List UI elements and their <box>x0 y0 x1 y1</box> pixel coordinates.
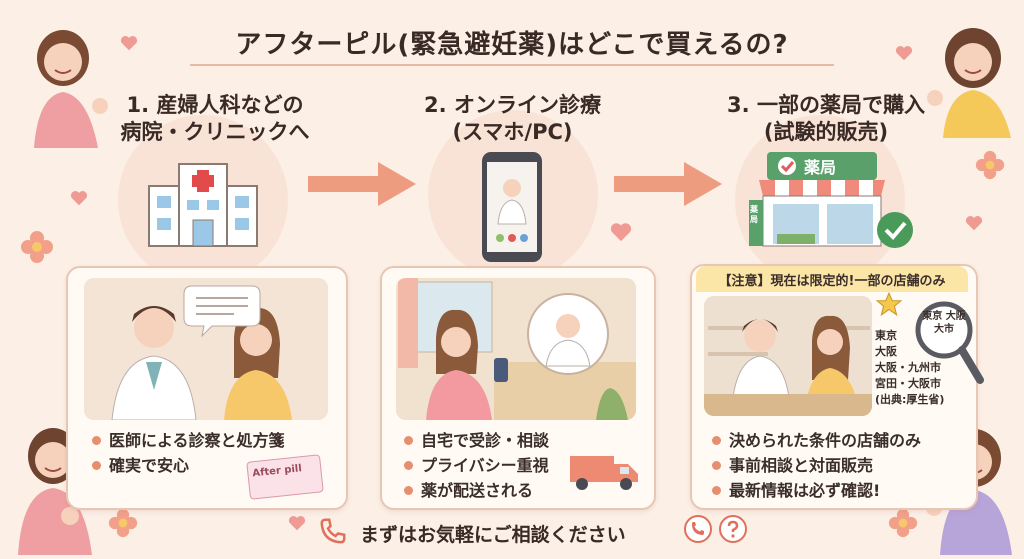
bullet-text: 医師による診察と処方箋 <box>109 431 285 450</box>
list-item: 自宅で受診・相談 <box>404 428 549 453</box>
pharmacy-side-sign: 薬局 <box>750 205 758 224</box>
pill-package: After pill <box>246 454 324 500</box>
heart-icon <box>70 191 88 206</box>
bullet-text: プライバシー重視 <box>421 456 549 475</box>
question-icon <box>719 515 747 543</box>
notice-banner: 【注意】現在は限定的!一部の店舗のみ <box>696 266 968 292</box>
list-item: 確実で安心 <box>92 453 285 478</box>
home-scene <box>396 278 636 420</box>
region-line: 大阪 <box>875 345 897 358</box>
flower-icon <box>108 508 138 538</box>
bullet-text: 確実で安心 <box>109 456 190 475</box>
flower-icon <box>975 150 1005 180</box>
bullet-dot <box>712 436 721 445</box>
bullet-text: 自宅で受診・相談 <box>421 431 550 450</box>
bullet-dot <box>712 486 721 495</box>
woman-illustration-top-right <box>927 28 1011 138</box>
step2-title-line2: (スマホ/PC) <box>452 120 573 144</box>
step1-title-line2: 病院・クリニックへ <box>120 120 310 144</box>
list-item: プライバシー重視 <box>404 453 549 478</box>
magnifier-icon <box>915 301 984 384</box>
heart-icon <box>895 46 913 61</box>
heart-icon <box>610 223 632 242</box>
hospital-icon <box>148 163 258 247</box>
pharmacy-scene <box>704 296 872 416</box>
arrow-right-icon <box>308 162 416 206</box>
step1-title-line1: 1. 産婦人科などの <box>126 93 304 117</box>
step1-title: 1. 産婦人科などの 病院・クリニックへ <box>100 92 330 146</box>
bullet-dot <box>404 436 413 445</box>
magnifier-text: 東京 大阪 大市 <box>922 311 966 335</box>
pill-package-label: After pill <box>251 463 303 480</box>
list-item: 最新情報は必ず確認! <box>712 478 921 503</box>
step3-bullets: 決められた条件の店舗のみ 事前相談と対面販売 最新情報は必ず確認! <box>712 428 921 503</box>
list-item: 医師による診察と処方箋 <box>92 428 285 453</box>
bullet-dot <box>712 461 721 470</box>
pharmacist-counter-illustration <box>704 296 872 416</box>
woman-illustration-top-left <box>34 30 108 148</box>
pharmacy-icon <box>749 152 913 248</box>
region-line: 宮田・大阪市 <box>875 377 941 390</box>
bullet-text: 事前相談と対面販売 <box>729 456 874 475</box>
phone-icon <box>320 518 346 544</box>
bullet-dot <box>92 436 101 445</box>
step2-title-line1: 2. オンライン診療 <box>424 93 601 117</box>
footer-message: まずはお気軽にご相談ください <box>360 524 626 546</box>
arrow-right-icon <box>614 162 722 206</box>
bullet-text: 決められた条件の店舗のみ <box>729 431 922 450</box>
list-item: 事前相談と対面販売 <box>712 453 921 478</box>
step2-title: 2. オンライン診療 (スマホ/PC) <box>400 92 625 146</box>
flower-icon <box>888 508 918 538</box>
bullet-dot <box>92 461 101 470</box>
heart-icon <box>965 216 983 231</box>
pharmacy-sign-text: 薬局 <box>804 158 837 177</box>
doctor-consultation-illustration <box>84 278 328 420</box>
bullet-text: 薬が配送される <box>421 481 534 500</box>
region-list: 東京 大阪 大阪・九州市 宮田・大阪市 (出典:厚生省) <box>875 328 944 408</box>
page-title-text: アフターピル(緊急避妊薬)はどこで買えるの? <box>235 29 789 60</box>
heart-icon <box>120 36 138 51</box>
region-line: 東京 <box>875 329 897 342</box>
bullet-dot <box>404 461 413 470</box>
step1-bullets: 医師による診察と処方箋 確実で安心 <box>92 428 285 478</box>
step3-title-line1: 3. 一部の薬局で購入 <box>727 93 925 117</box>
phone-circle-icon <box>684 515 712 543</box>
region-line: 大阪・九州市 <box>875 361 941 374</box>
bullet-text: 最新情報は必ず確認! <box>729 481 881 500</box>
heart-icon <box>288 516 306 531</box>
region-line: (出典:厚生省) <box>875 393 945 406</box>
step3-title: 3. 一部の薬局で購入 (試験的販売) <box>706 92 946 146</box>
list-item: 薬が配送される <box>404 478 549 503</box>
star-icon <box>876 292 902 316</box>
truck-icon <box>570 456 638 490</box>
step2-bullets: 自宅で受診・相談 プライバシー重視 薬が配送される <box>404 428 549 503</box>
flower-icon <box>21 231 53 263</box>
smartphone-icon <box>482 152 542 262</box>
bullet-dot <box>404 486 413 495</box>
step3-title-line2: (試験的販売) <box>763 120 889 144</box>
notice-text: 【注意】現在は限定的!一部の店舗のみ <box>718 273 946 289</box>
list-item: 決められた条件の店舗のみ <box>712 428 921 453</box>
online-consultation-illustration <box>396 278 636 420</box>
page-title: アフターピル(緊急避妊薬)はどこで買えるの? <box>190 20 834 66</box>
clinic-scene <box>84 278 328 420</box>
